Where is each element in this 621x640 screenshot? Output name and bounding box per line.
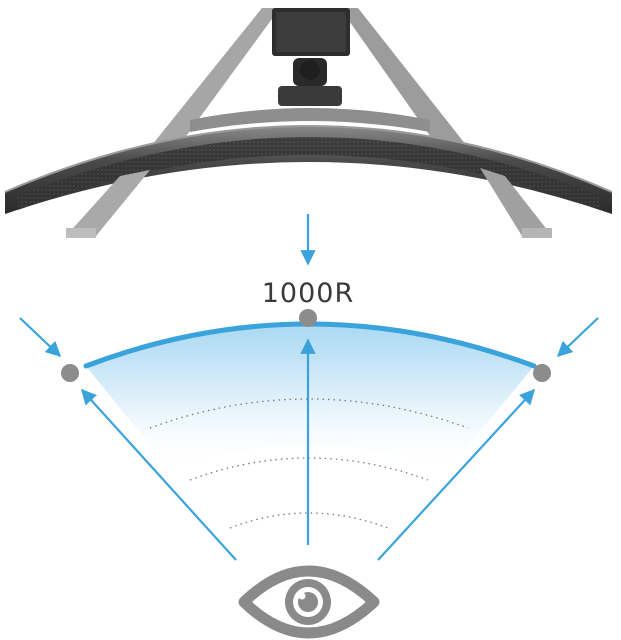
- curved-panel: [5, 126, 612, 214]
- sightline-right: [377, 388, 536, 561]
- viewing-area-fill: [86, 324, 534, 470]
- incoming-arrow-right: [556, 317, 599, 358]
- dotted-arc-1: [149, 398, 469, 429]
- marker-right: [533, 364, 551, 382]
- marker-left: [61, 364, 79, 382]
- stand-leg-left: [148, 8, 280, 150]
- stand-foot-right: [480, 168, 552, 236]
- curved-monitor-illustration: [4, 8, 613, 238]
- incoming-arrow-left: [19, 317, 62, 358]
- hinge-knob: [278, 58, 342, 106]
- sightline-left: [80, 388, 237, 561]
- stand-foot-left: [66, 170, 150, 236]
- eye-icon: [238, 565, 380, 639]
- marker-center: [299, 309, 317, 327]
- stand-leg-right: [340, 8, 470, 150]
- curvature-label: 1000R: [262, 278, 354, 309]
